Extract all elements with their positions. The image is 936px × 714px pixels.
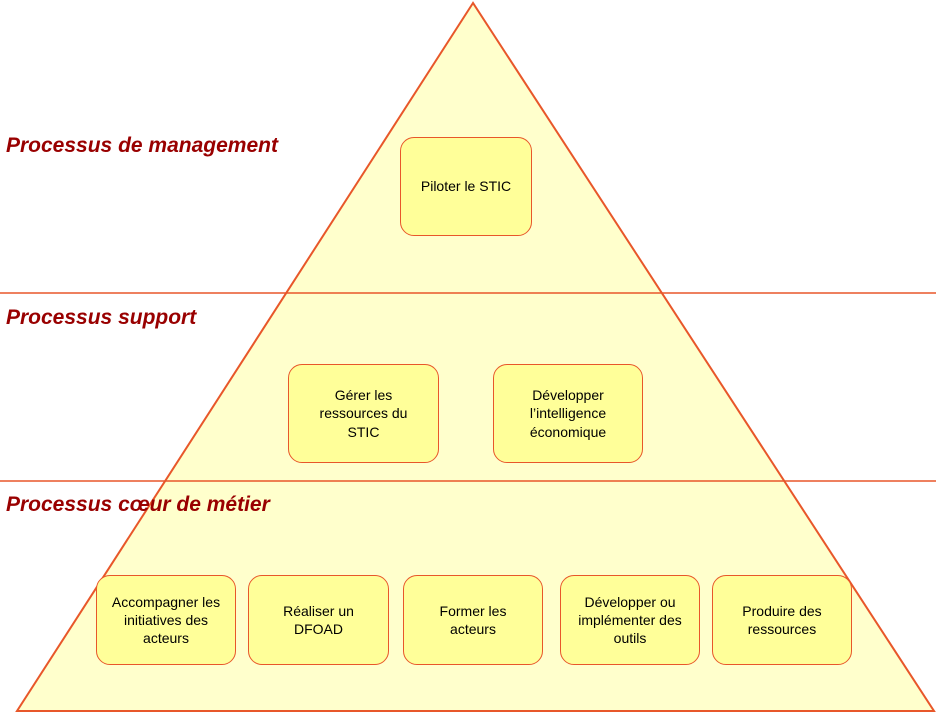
process-box-produire-ressources: Produire des ressources	[712, 575, 852, 665]
process-box-developper-outils: Développer ou implémenter des outils	[560, 575, 700, 665]
core-level-title: Processus cœur de métier	[6, 493, 270, 516]
pyramid-shape	[15, 1, 936, 712]
process-box-label: Produire des ressources	[742, 602, 822, 637]
process-box-former-acteurs: Former les acteurs	[403, 575, 543, 665]
management-level-title: Processus de management	[6, 134, 278, 157]
process-box-intelligence-economique: Développer l’intelligence économique	[493, 364, 643, 463]
process-box-accompagner: Accompagner les initiatives des acteurs	[96, 575, 236, 665]
process-box-realiser-dfoad: Réaliser un DFOAD	[248, 575, 389, 665]
process-box-label: Développer ou implémenter des outils	[578, 593, 682, 647]
process-box-gerer-ressources: Gérer les ressources du STIC	[288, 364, 439, 463]
process-box-label: Gérer les ressources du STIC	[319, 387, 408, 440]
process-box-label: Former les acteurs	[439, 602, 507, 637]
support-level-title: Processus support	[6, 306, 197, 329]
process-box-label: Réaliser un DFOAD	[283, 602, 354, 637]
process-box-label: Développer l’intelligence économique	[529, 387, 607, 440]
process-box-label: Piloter le STIC	[420, 178, 512, 195]
process-box-piloter: Piloter le STIC	[400, 137, 532, 236]
process-box-label: Accompagner les initiatives des acteurs	[111, 593, 221, 647]
